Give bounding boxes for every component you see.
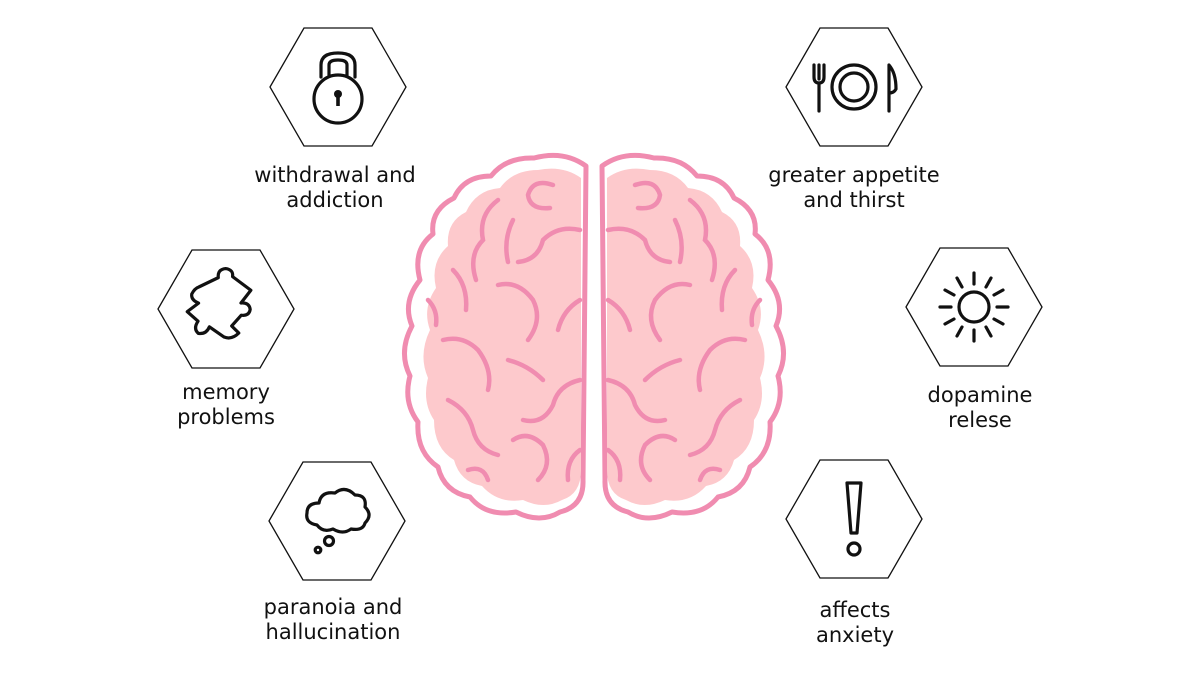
brain-illustration	[404, 155, 783, 518]
lock-icon	[312, 51, 364, 125]
sun-icon	[938, 271, 1010, 343]
cloud-hexagon	[268, 461, 406, 581]
thought-cloud-icon	[305, 487, 371, 555]
lock-hexagon	[269, 27, 407, 147]
puzzle-hexagon	[157, 249, 295, 369]
exclamation-hexagon	[785, 459, 923, 579]
fork-plate-knife-icon	[812, 63, 898, 113]
puzzle-icon	[185, 266, 253, 340]
sun-hexagon	[905, 247, 1043, 367]
exclamation-icon	[845, 481, 863, 557]
food-hexagon	[785, 27, 923, 147]
